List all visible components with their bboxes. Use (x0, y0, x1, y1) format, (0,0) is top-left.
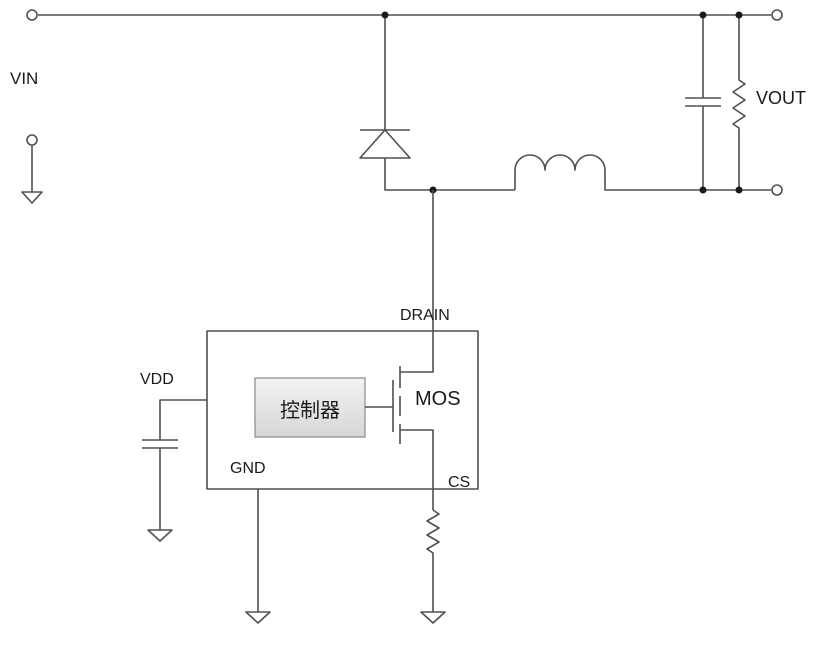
vin-ground-symbol (21, 191, 43, 204)
vdd-label: VDD (140, 371, 174, 388)
cs-ground-symbol (420, 611, 446, 624)
vin-negative-terminal (26, 134, 38, 146)
drain-wire (400, 190, 434, 373)
vin-positive-terminal (26, 9, 38, 21)
vdd-capacitor (142, 399, 207, 530)
vdd-ground-symbol (147, 529, 173, 542)
vout-label: VOUT (756, 88, 806, 108)
junction-dot (381, 11, 389, 19)
output-capacitor (685, 15, 721, 190)
vin-label: VIN (10, 69, 38, 88)
load-resistor (732, 15, 746, 190)
chip-outline (206, 330, 479, 490)
inductor (514, 154, 771, 191)
gnd-label: GND (230, 460, 266, 477)
junction-dot (735, 186, 743, 194)
mos-label: MOS (415, 388, 461, 410)
vout-negative-terminal (771, 184, 783, 196)
cs-label: CS (448, 474, 470, 491)
mosfet (365, 366, 434, 510)
diode (359, 15, 515, 191)
gnd-ground-symbol (245, 611, 271, 624)
vout-positive-terminal (771, 9, 783, 21)
junction-dot (735, 11, 743, 19)
sense-resistor (426, 509, 440, 612)
controller-block (254, 377, 366, 438)
controller-label: 控制器 (280, 399, 340, 422)
junction-dot (699, 11, 707, 19)
junction-dot (699, 186, 707, 194)
drain-label: DRAIN (400, 307, 450, 324)
